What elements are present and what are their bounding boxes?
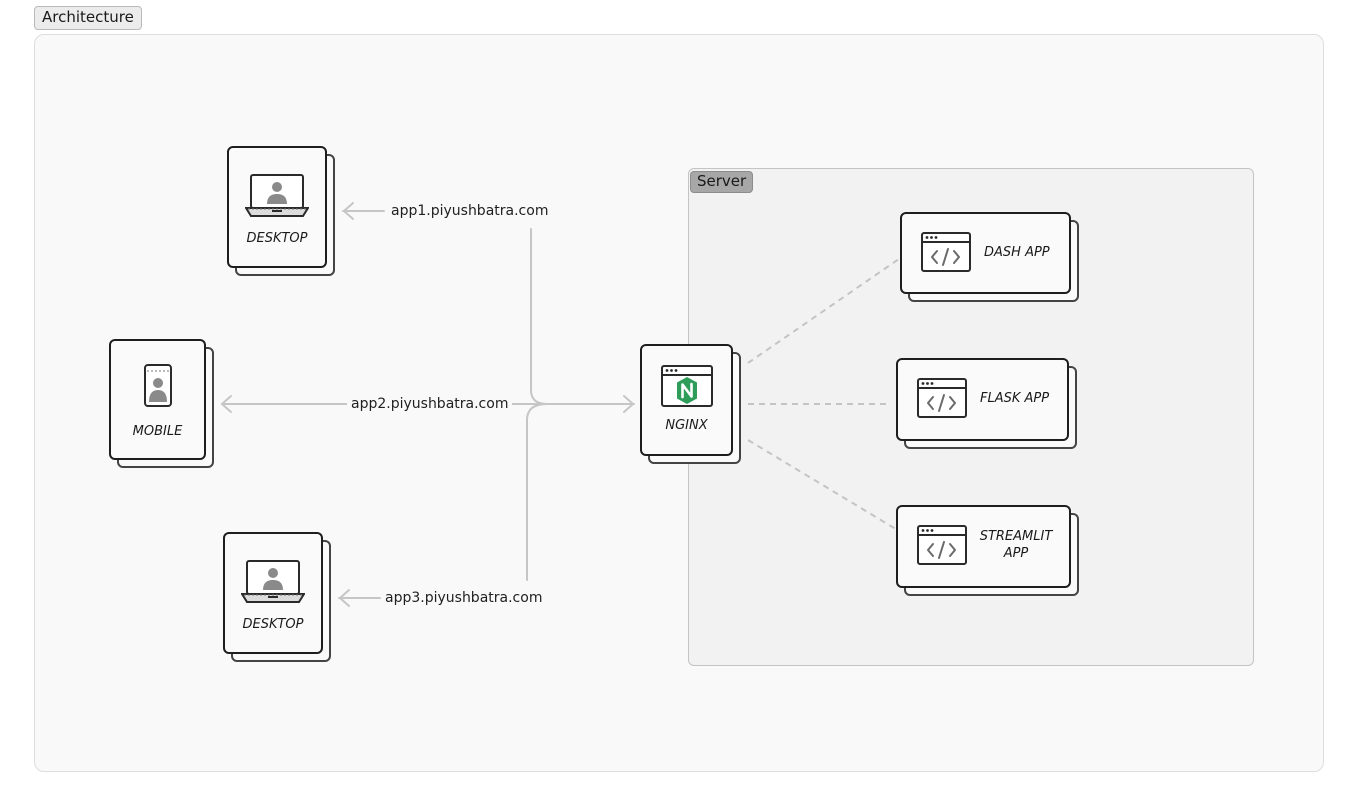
flask-app-node[interactable]: FLASK APP [896, 358, 1077, 449]
edge-line-app1 [530, 228, 548, 405]
arrowhead-desktop-2 [338, 589, 350, 607]
edge-label-app2: app2.piyushbatra.com [347, 395, 513, 413]
flask-app-label: FLASK APP [980, 391, 1050, 406]
streamlit-app-label: STREAMLIT APP [979, 529, 1053, 561]
edge-line-dash [747, 249, 913, 364]
dash-app-label: DASH APP [984, 245, 1050, 260]
mobile-client-node[interactable]: MOBILE [109, 339, 214, 469]
nginx-node[interactable]: NGINX [640, 344, 741, 464]
code-window-icon [917, 525, 967, 565]
architecture-group-label: Architecture [34, 6, 142, 30]
edge-line-app3 [526, 403, 548, 581]
arrowhead-mobile [220, 395, 232, 413]
nginx-label: NGINX [665, 418, 708, 433]
dash-app-node[interactable]: DASH APP [900, 212, 1079, 302]
arrowhead-desktop-1 [342, 202, 354, 220]
arrowhead-nginx [623, 395, 635, 413]
laptop-user-icon [245, 174, 309, 217]
server-group-label: Server [690, 171, 754, 193]
laptop-user-icon [241, 560, 305, 603]
edge-label-app1: app1.piyushbatra.com [387, 202, 553, 220]
desktop-client-label: DESKTOP [246, 231, 308, 246]
desktop-client-node[interactable]: DESKTOP [227, 146, 335, 276]
edge-line-streamlit [747, 439, 915, 541]
code-window-icon [917, 378, 967, 418]
phone-user-icon [144, 364, 172, 407]
desktop-client-label: DESKTOP [242, 617, 304, 632]
desktop-client-node[interactable]: DESKTOP [223, 532, 331, 662]
streamlit-app-node[interactable]: STREAMLIT APP [896, 505, 1079, 596]
edge-label-app3: app3.piyushbatra.com [381, 589, 547, 607]
nginx-logo-icon [661, 365, 713, 407]
mobile-client-label: MOBILE [132, 424, 183, 439]
code-window-icon [921, 232, 971, 272]
